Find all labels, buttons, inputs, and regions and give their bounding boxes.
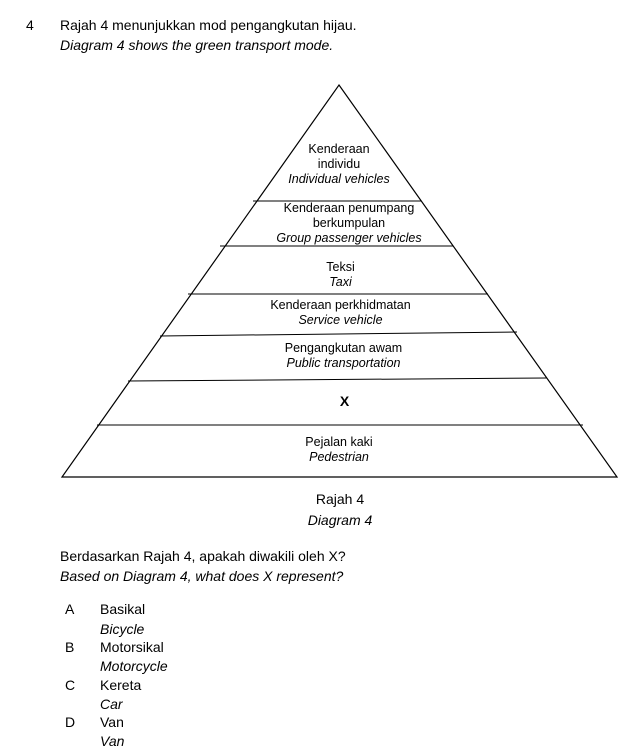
question-english: Based on Diagram 4, what does X represen…	[60, 568, 344, 584]
level-label-ms: Pejalan kaki	[305, 435, 373, 449]
level-label-ms: individu	[317, 157, 361, 171]
level-label-x: X	[339, 393, 350, 409]
option-text-ms: Van	[100, 714, 124, 730]
option-text-en: Car	[100, 696, 123, 712]
level-label-ms: Kenderaan perkhidmatan	[270, 298, 411, 312]
option-text-en: Bicycle	[100, 621, 145, 637]
pyramid-diagram	[60, 83, 619, 478]
option-text-en: Van	[100, 733, 125, 749]
pyramid-divider-4	[159, 331, 518, 337]
question-malay: Berdasarkan Rajah 4, apakah diwakili ole…	[60, 548, 346, 564]
option-text-en: Motorcycle	[100, 658, 168, 674]
pyramid-level-group-passenger: Kenderaan penumpang berkumpulan Group pa…	[0, 201, 634, 246]
diagram-caption-english: Diagram 4	[307, 512, 373, 528]
question-number: 4	[26, 17, 34, 33]
intro-english: Diagram 4 shows the green transport mode…	[60, 37, 334, 53]
pyramid-level-pedestrian: Pejalan kaki Pedestrian	[0, 435, 634, 465]
level-label-ms: Teksi	[326, 260, 355, 274]
level-label-en: Taxi	[329, 275, 352, 289]
pyramid-outline	[60, 83, 619, 478]
level-label-ms: Pengangkutan awam	[284, 341, 403, 355]
level-label-en: Pedestrian	[309, 450, 369, 464]
level-label-ms: berkumpulan	[312, 216, 386, 230]
option-text-ms: Motorsikal	[100, 639, 164, 655]
option-letter: C	[65, 677, 76, 693]
pyramid-level-x: X	[0, 394, 634, 409]
level-label-ms: Kenderaan penumpang	[283, 201, 415, 215]
option-text-ms: Kereta	[100, 677, 142, 693]
pyramid-level-taxi: Teksi Taxi	[0, 260, 634, 290]
pyramid-level-individual: Kenderaan individu Individual vehicles	[0, 142, 634, 187]
level-label-en: Service vehicle	[298, 313, 383, 327]
pyramid-level-public: Pengangkutan awam Public transportation	[0, 341, 634, 371]
option-text-ms: Basikal	[100, 601, 146, 617]
option-letter: B	[65, 639, 75, 655]
level-label-en: Public transportation	[286, 356, 401, 370]
option-letter: A	[65, 601, 75, 617]
intro-malay: Rajah 4 menunjukkan mod pengangkutan hij…	[60, 17, 357, 33]
level-label-en: Group passenger vehicles	[276, 231, 422, 245]
pyramid-divider-5	[127, 377, 548, 382]
pyramid-level-service: Kenderaan perkhidmatan Service vehicle	[0, 298, 634, 328]
option-letter: D	[65, 714, 76, 730]
diagram-caption-malay: Rajah 4	[315, 491, 365, 507]
level-label-ms: Kenderaan	[308, 142, 370, 156]
level-label-en: Individual vehicles	[288, 172, 390, 186]
